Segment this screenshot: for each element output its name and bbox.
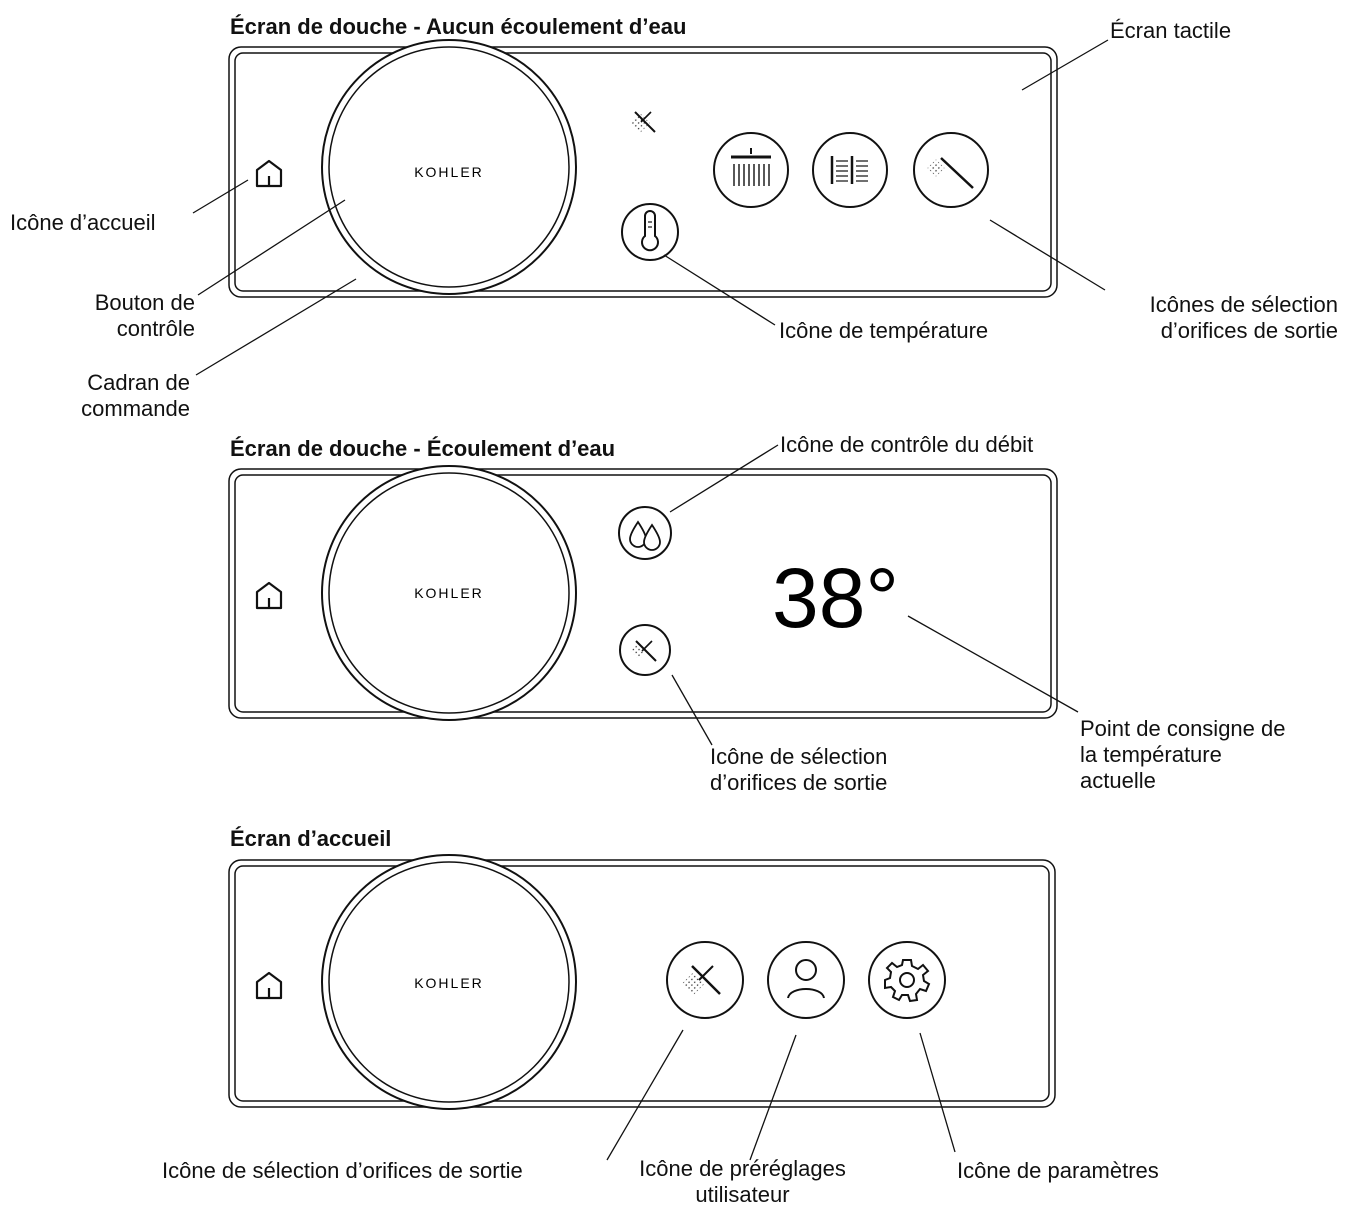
callout-control-dial: Cadran de commande [81, 370, 190, 421]
callout-user-presets-icon: Icône de préréglages utilisateur [639, 1156, 846, 1207]
callout-home-icon: Icône d’accueil [10, 210, 156, 235]
water-drops-icon[interactable] [618, 506, 672, 560]
callout-touchscreen: Écran tactile [1110, 18, 1232, 43]
home-icon[interactable] [255, 581, 283, 610]
panel-no-flow: KOHLER [192, 39, 1109, 376]
control-button[interactable] [328, 861, 570, 1103]
callout-outlet-selection-icons: Icônes de sélection d’orifices de sortie [1149, 292, 1338, 343]
callout-settings-icon: Icône de paramètres [957, 1158, 1159, 1183]
callout-temperature-setpoint: Point de consigne de la température actu… [1080, 716, 1286, 793]
control-button[interactable] [328, 46, 570, 288]
control-button[interactable] [328, 472, 570, 714]
home-icon[interactable] [255, 159, 283, 188]
user-icon[interactable] [767, 941, 845, 1019]
panel-title-flow: Écran de douche - Écoulement d’eau [230, 436, 616, 461]
panel-home: KOHLER [228, 854, 1056, 1161]
callout-flow-control-icon: Icône de contrôle du débit [780, 432, 1034, 457]
shower-off-icon[interactable] [619, 624, 671, 676]
rain-head-icon[interactable] [713, 132, 789, 208]
body-spray-icon[interactable] [812, 132, 888, 208]
kohler-logo: KOHLER [414, 975, 484, 991]
temperature-setpoint: 38° [772, 551, 899, 645]
leader-lines-home [606, 1029, 956, 1161]
shower-off-icon[interactable] [666, 941, 744, 1019]
callout-outlet-selection-icon-flow: Icône de sélection d’orifices de sortie [710, 744, 888, 795]
panel-flow: KOHLER 38° [228, 444, 1079, 746]
panel-title-no-flow: Écran de douche - Aucun écoulement d’eau [230, 14, 687, 39]
leader-lines-no-flow [192, 39, 1109, 376]
panel-title-home: Écran d’accueil [230, 826, 392, 851]
thermometer-icon[interactable] [621, 203, 679, 261]
kohler-logo: KOHLER [414, 164, 484, 180]
callout-outlet-selection-icon-home: Icône de sélection d’orifices de sortie [162, 1158, 523, 1183]
home-icon[interactable] [255, 971, 283, 1000]
callout-control-button: Bouton de contrôle [94, 290, 195, 341]
gear-icon[interactable] [868, 941, 946, 1019]
leader-lines-flow [669, 444, 1079, 746]
handshower-icon[interactable] [913, 132, 989, 208]
kohler-logo: KOHLER [414, 585, 484, 601]
callout-temperature-icon: Icône de température [779, 318, 989, 343]
